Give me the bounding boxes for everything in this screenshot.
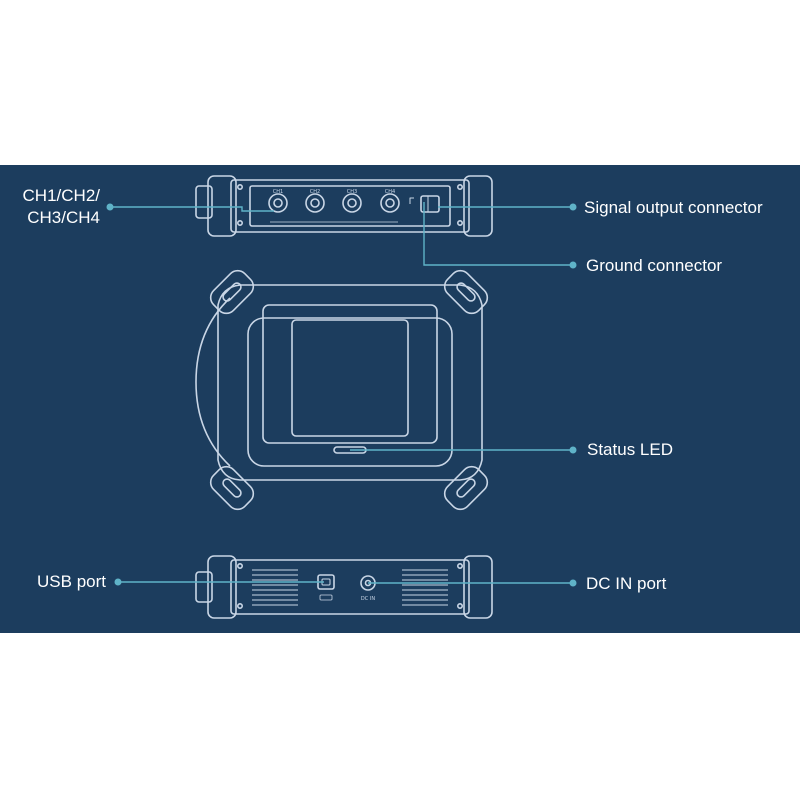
device-bottom-view <box>195 555 493 619</box>
label-signal-output: Signal output connector <box>584 198 763 217</box>
diagram-background <box>0 165 800 633</box>
ch3-marking: CH3 <box>347 189 357 195</box>
label-channels: CH1/CH2/ CH3/CH4 <box>8 185 100 229</box>
vent-grille-left <box>252 569 298 606</box>
label-channels-line2: CH3/CH4 <box>27 208 100 227</box>
output-terminals <box>409 195 440 213</box>
device-front-view <box>195 269 489 511</box>
callout-dot-ground <box>569 261 577 269</box>
corner-bumpers <box>209 269 489 511</box>
ch4-marking: CH4 <box>385 189 395 195</box>
label-channels-line1: CH1/CH2/ <box>22 186 100 205</box>
channel-connectors <box>268 193 400 213</box>
callout-dot-usb <box>114 578 122 586</box>
callout-dot-signal-output <box>569 203 577 211</box>
vent-grille-right <box>402 569 448 606</box>
label-dc-in: DC IN port <box>586 574 667 593</box>
device-top-view <box>195 175 493 237</box>
usb-port <box>317 574 335 601</box>
ch1-marking: CH1 <box>273 189 283 195</box>
label-status-led: Status LED <box>587 440 673 459</box>
callout-dot-channels <box>106 203 114 211</box>
label-usb: USB port <box>37 572 106 591</box>
ch2-marking: CH2 <box>310 189 320 195</box>
callout-dot-dc-in <box>569 579 577 587</box>
callout-dot-status-led <box>569 446 577 454</box>
dc-in-marking: DC IN <box>361 596 375 602</box>
label-ground: Ground connector <box>586 256 723 275</box>
callout-channels <box>110 206 274 212</box>
callout-ground <box>423 202 573 266</box>
